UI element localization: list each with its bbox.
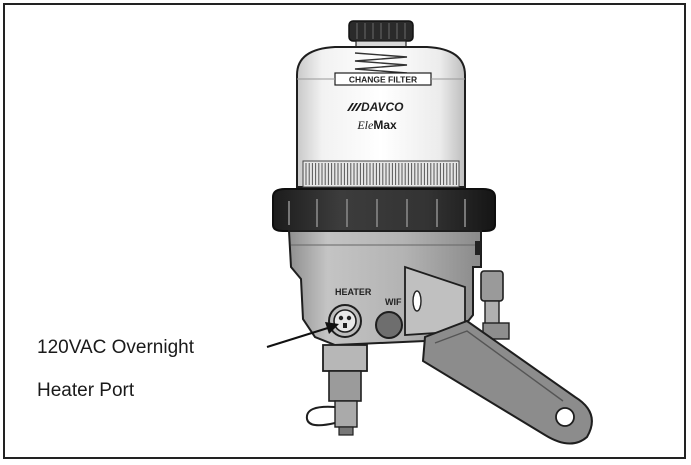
wif-sensor	[375, 311, 403, 339]
heater-port-label: HEATER	[335, 287, 372, 297]
heater-port-connector	[328, 304, 362, 338]
wif-port-label: WIF	[385, 297, 402, 307]
callout-line-2: Heater Port	[37, 380, 135, 401]
model-name: EleMax	[356, 118, 397, 132]
callout-line-1: 120VAC Overnight	[37, 337, 195, 358]
figure-frame: CHANGE FILTER DAVCO EleMax	[3, 3, 686, 459]
spring	[354, 52, 408, 74]
model-suffix: Max	[373, 118, 397, 132]
brand-name: DAVCO	[361, 100, 404, 114]
model-prefix: Ele	[356, 118, 374, 132]
callout-arrow	[266, 322, 339, 349]
drain-arm	[421, 319, 593, 445]
change-filter-label: CHANGE FILTER	[349, 75, 417, 85]
collar-ring	[272, 188, 496, 232]
filter-assembly-diagram: CHANGE FILTER DAVCO EleMax	[266, 20, 593, 445]
davco-logo: DAVCO	[347, 100, 404, 114]
drain-valve	[305, 344, 368, 436]
filter-bowl: CHANGE FILTER DAVCO EleMax	[296, 46, 466, 188]
filter-pleats	[305, 163, 457, 185]
